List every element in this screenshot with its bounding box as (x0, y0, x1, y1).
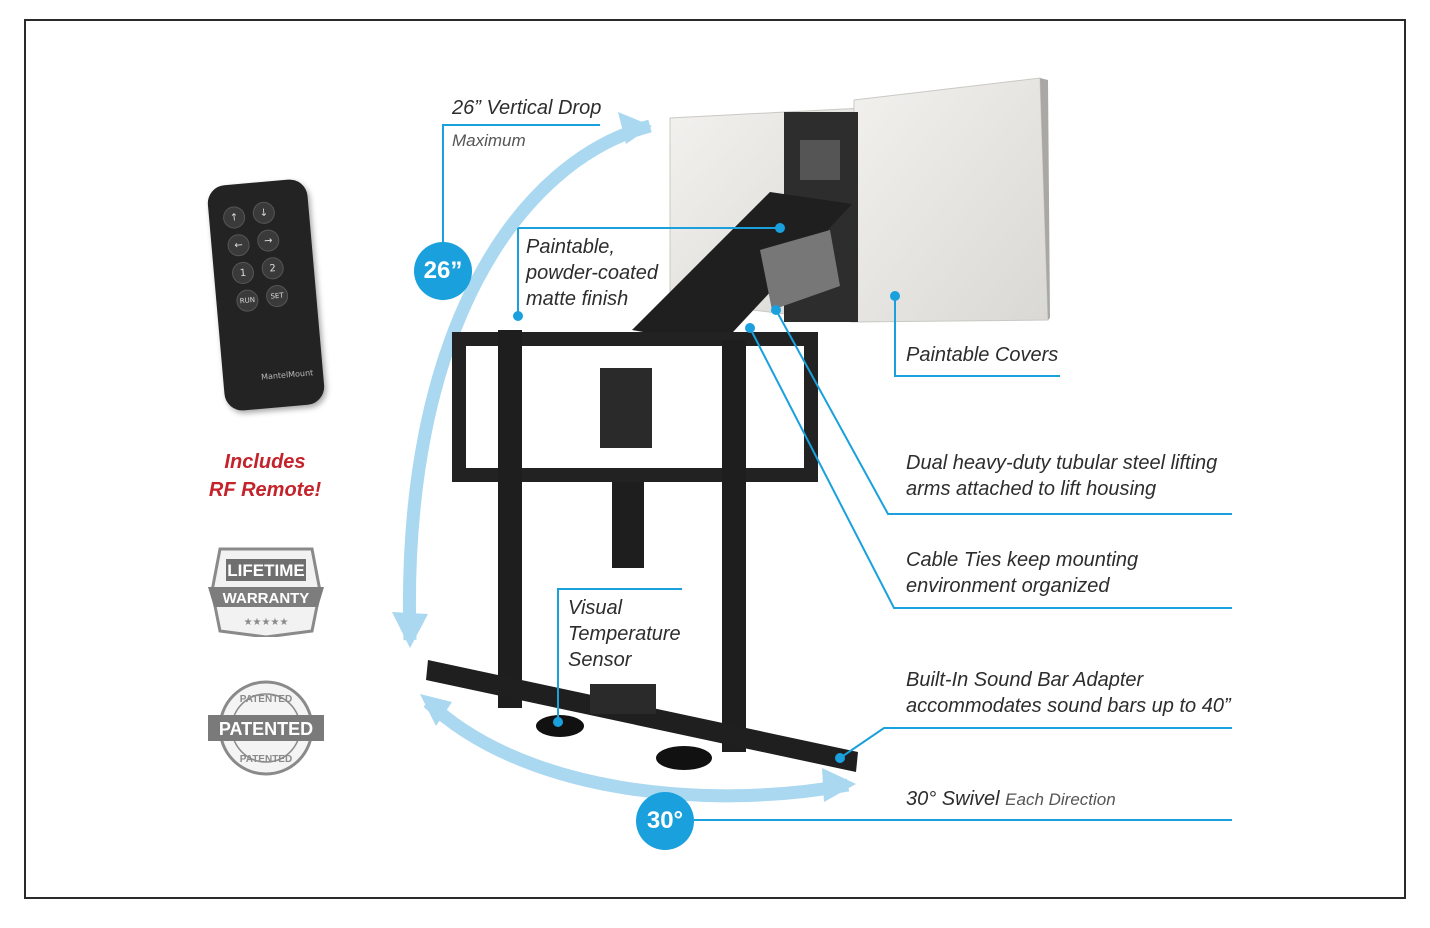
vertical-drop-subtitle: Maximum (452, 131, 526, 150)
vertical-arc-arrowhead-top (618, 112, 652, 144)
swivel-badge-text: 30° (646, 807, 684, 834)
paintable-finish-label: Paintable, powder-coated matte finish (526, 236, 658, 310)
vertical-drop-badge: 26” (414, 242, 472, 300)
remote-brand-text: MantelMount (260, 368, 314, 382)
swivel-arc (423, 697, 850, 803)
remote-right-button: → (256, 228, 281, 253)
leader-temperature-sensor (557, 588, 682, 722)
warranty-line2: WARRANTY (223, 590, 310, 607)
sound-bar-adapter (426, 660, 858, 772)
patent-ring-text-top: PATENTED (240, 694, 292, 705)
remote-set-button: SET (265, 284, 290, 308)
actuator-column (612, 482, 644, 568)
warranty-stars: ★★★★★ (244, 617, 289, 628)
warranty-line1: LIFETIME (227, 561, 304, 580)
sound-bar-label: Built-In Sound Bar Adapter accommodates … (906, 669, 1231, 717)
leader-cable-ties (749, 327, 1232, 609)
patent-center-text: PATENTED (219, 719, 313, 739)
cable-ties-label: Cable Ties keep mounting environment org… (906, 549, 1139, 597)
lifetime-warranty-badge: LIFETIME WARRANTY ★★★★★ (208, 547, 324, 637)
vertical-drop-arc (402, 119, 652, 641)
temperature-sensor-label: Visual Temperature Sensor (568, 597, 681, 671)
lifting-arms-label: Dual heavy-duty tubular steel lifting ar… (906, 452, 1218, 500)
swivel-main-text: 30° Swivel (906, 788, 1000, 810)
center-plate (600, 368, 652, 448)
vertical-arc-arrowhead-bottom (392, 612, 428, 648)
remote-down-button: ↓ (251, 200, 276, 225)
includes-remote-text: Includes RF Remote! (208, 451, 322, 501)
lifting-arm (632, 192, 852, 346)
remote-2-button: 2 (260, 256, 285, 281)
remote-up-button: ↑ (222, 205, 247, 230)
vertical-drop-title: 26” Vertical Drop (452, 97, 602, 119)
leader-lifting-arms (775, 309, 1232, 515)
tv-frame-right-rail (722, 340, 746, 752)
remote-1-button: 1 (231, 261, 255, 285)
rf-remote-image: ↑ ↓ ← → 1 2 RUN SET MantelMount (206, 178, 326, 412)
swivel-badge: 30° (636, 792, 694, 850)
leader-sound-bar (839, 727, 1232, 759)
paintable-covers-label: Paintable Covers (906, 344, 1059, 366)
leader-paintable-covers (894, 296, 1060, 377)
vertical-drop-badge-text: 26” (423, 257, 463, 284)
swivel-label: 30° Swivel Each Direction (906, 786, 1116, 813)
patented-seal: PATENTED PATENTED PATENTED (208, 680, 324, 776)
tv-frame-left-rail (498, 330, 522, 708)
swivel-arc-arrowhead-right (822, 768, 856, 802)
swivel-sub-text: Each Direction (1005, 790, 1116, 809)
leader-vertical-drop (442, 124, 600, 247)
cover-panel-right (851, 77, 1049, 323)
swivel-arc-arrowhead-left (420, 694, 452, 726)
remote-run-button: RUN (235, 288, 260, 313)
patent-ring-text-bottom: PATENTED (240, 754, 292, 765)
remote-left-button: ← (226, 233, 251, 258)
